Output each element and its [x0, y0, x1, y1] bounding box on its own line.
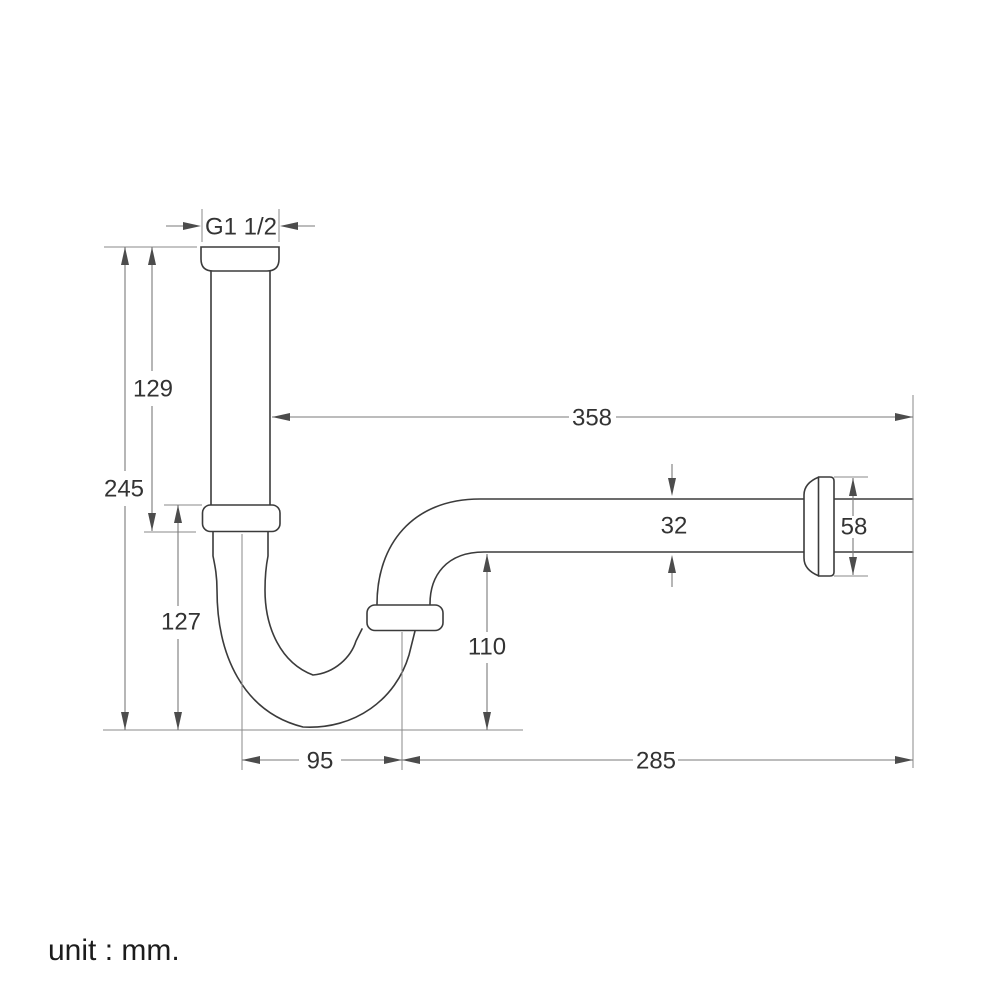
arrow-down-icon	[668, 478, 676, 496]
dimension-overall-length: 358	[272, 405, 913, 432]
dimension-trap-drop: 127	[161, 505, 201, 730]
dim-label-pipe-diameter: 32	[661, 513, 688, 540]
arrow-left-icon	[272, 413, 290, 421]
arrow-up-icon	[148, 247, 156, 265]
arrow-up-icon	[849, 478, 857, 496]
dimension-overall-height: 245	[104, 247, 144, 730]
dim-label-outlet-rise: 110	[468, 634, 506, 661]
dim-label-thread-size: G1 1/2	[205, 214, 277, 241]
outlet-elbow-top-edge	[376, 498, 805, 605]
dim-label-trap-width: 95	[307, 748, 334, 775]
dim-label-overall-height: 245	[104, 476, 144, 503]
trap-outlet-nut	[366, 604, 444, 632]
arrow-down-icon	[849, 557, 857, 575]
dimension-thread-size: G1 1/2	[166, 209, 315, 242]
dim-label-overall-length: 358	[572, 405, 612, 432]
arrow-left-icon	[280, 222, 298, 230]
arrow-up-icon	[483, 554, 491, 572]
arrow-right-icon	[183, 222, 201, 230]
fittings	[200, 246, 835, 632]
dimension-outlet-rise: 110	[468, 554, 506, 730]
dimension-pipe-diameter: 32	[661, 464, 688, 587]
arrow-down-icon	[483, 712, 491, 730]
dim-label-trap-drop: 127	[161, 609, 201, 636]
arrow-right-icon	[895, 413, 913, 421]
arrow-up-icon	[668, 555, 676, 573]
trap-inner-curve	[264, 530, 363, 676]
dimension-trap-width: 95	[242, 748, 402, 775]
arrow-up-icon	[174, 505, 182, 523]
inlet-compression-nut	[201, 504, 281, 533]
unit-note: unit : mm.	[48, 934, 180, 967]
arrow-down-icon	[148, 513, 156, 531]
dim-label-wall-tube-length: 285	[636, 748, 676, 775]
arrow-left-icon	[242, 756, 260, 764]
dim-label-flange-diameter: 58	[841, 514, 868, 541]
arrow-up-icon	[121, 247, 129, 265]
arrow-right-icon	[384, 756, 402, 764]
dim-label-inlet-tube-length: 129	[133, 376, 173, 403]
dimension-wall-tube-length: 285	[402, 748, 913, 775]
arrow-right-icon	[895, 756, 913, 764]
dimension-flange-diameter: 58	[841, 478, 868, 575]
part-outlines	[210, 270, 914, 728]
dimension-inlet-tube-length: 129	[133, 247, 173, 531]
inlet-cap-nut	[200, 246, 280, 272]
extension-lines	[103, 246, 914, 770]
arrow-down-icon	[174, 712, 182, 730]
arrow-left-icon	[402, 756, 420, 764]
trap-outer-curve	[212, 530, 416, 728]
arrow-down-icon	[121, 712, 129, 730]
outlet-elbow-bottom-edge	[429, 551, 805, 605]
